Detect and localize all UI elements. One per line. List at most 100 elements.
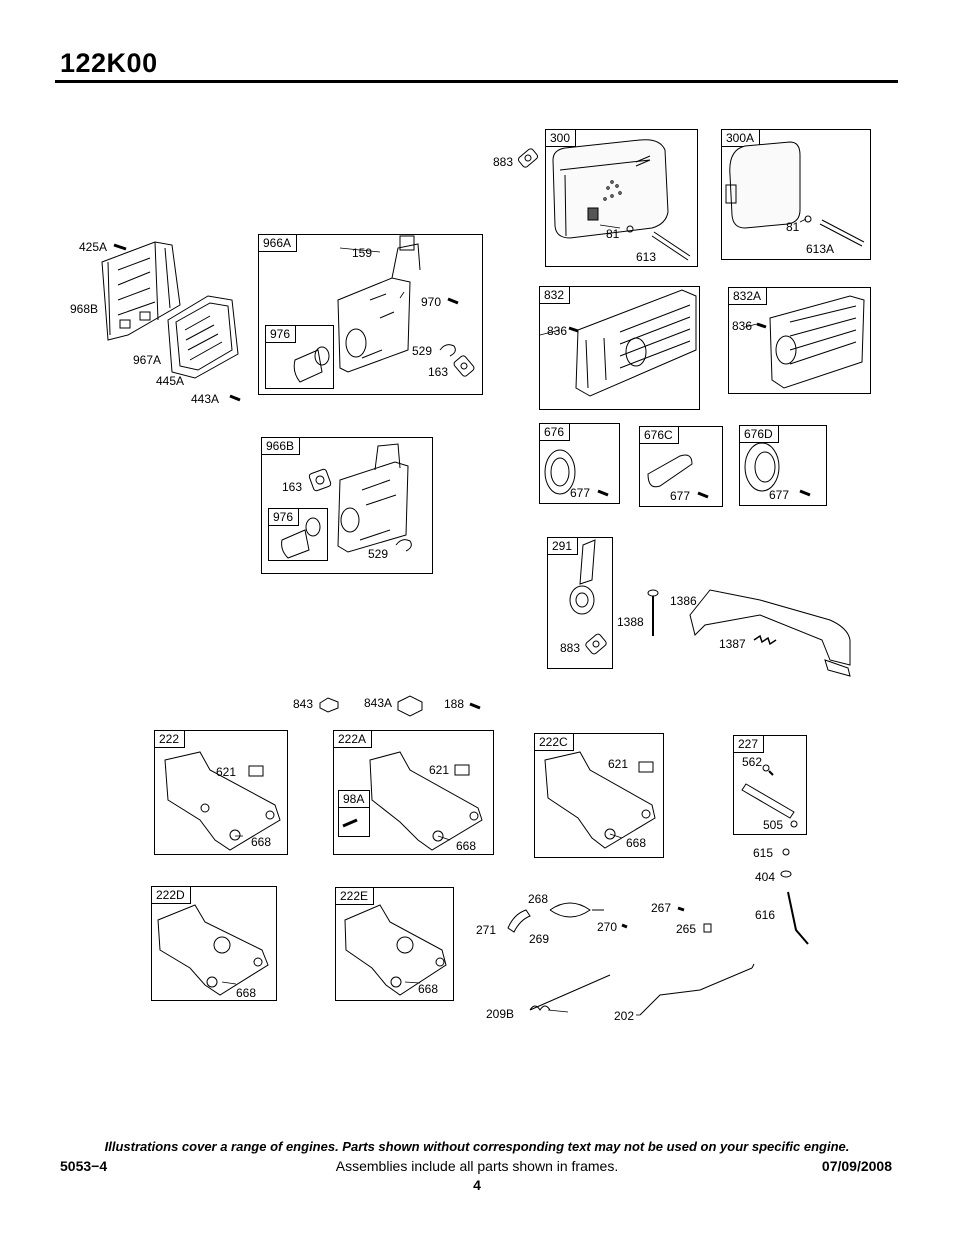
screw-267-drawing (678, 908, 684, 910)
callout-836: 836 (732, 319, 753, 333)
screw-425a-drawing (114, 245, 126, 249)
frame-label: 976 (266, 326, 297, 343)
frame-676: 676 (539, 423, 620, 504)
callout-202: 202 (614, 1009, 635, 1023)
bracket-222e-drawing (345, 905, 446, 995)
callout-613: 613 (636, 250, 657, 264)
frame-label: 300A (722, 130, 761, 147)
bracket-222-drawing (165, 752, 280, 850)
carburetor-966a-drawing (338, 236, 420, 372)
callout-668: 668 (236, 986, 257, 1000)
bracket-222d-drawing (158, 905, 268, 995)
callout-668: 668 (251, 835, 272, 849)
callout-836: 836 (547, 324, 568, 338)
callout-883: 883 (560, 641, 581, 655)
frame-label: 300 (546, 130, 577, 147)
gasket-883b-drawing (585, 633, 608, 655)
callout-163: 163 (282, 480, 303, 494)
nut-615-drawing (783, 849, 789, 855)
frame-label: 966A (259, 235, 298, 252)
callout-621: 621 (429, 763, 450, 777)
screw-970-drawing (448, 299, 458, 303)
callout-843: 843 (293, 697, 314, 711)
frame-976-top: 976 (265, 325, 334, 389)
callout-404: 404 (755, 870, 776, 884)
callout-615: 615 (753, 846, 774, 860)
callout-668: 668 (418, 982, 439, 996)
frame-976-bottom: 976 (268, 508, 328, 561)
carburetor-966b-drawing (338, 444, 408, 552)
callout-1387: 1387 (719, 637, 746, 651)
muffler-300a-drawing (726, 142, 864, 246)
callout-159: 159 (352, 246, 373, 260)
frame-label: 832A (729, 288, 768, 305)
callout-529: 529 (412, 344, 433, 358)
callout-668: 668 (456, 839, 477, 853)
air-guide-676-drawing (545, 450, 575, 494)
plug-843-drawing (320, 698, 338, 712)
callout-621: 621 (216, 765, 237, 779)
callout-677: 677 (570, 486, 591, 500)
lever-271-drawing (508, 910, 530, 932)
insulator-843a-drawing (398, 696, 422, 716)
disclaimer-text: Illustrations cover a range of engines. … (104, 1139, 850, 1154)
washer-404-drawing (781, 871, 791, 877)
screw-443a-drawing (230, 396, 240, 400)
page-title: 122K00 (60, 48, 158, 78)
callout-81: 81 (606, 227, 620, 241)
frame-832a: 832A (728, 287, 871, 394)
callout-967a: 967A (133, 353, 162, 367)
air-filter-drawing (168, 296, 238, 378)
callout-445a: 445A (156, 374, 185, 388)
frame-label: 227 (734, 736, 765, 753)
callout-81: 81 (786, 220, 800, 234)
bushing-976-bottom-drawing (282, 518, 320, 558)
frame-222d: 222D (151, 886, 277, 1001)
link-202-drawing (640, 964, 754, 1015)
callout-209b: 209B (486, 1007, 515, 1021)
muffler-gasket-drawing (517, 148, 539, 169)
callout-621: 621 (608, 757, 629, 771)
frame-label: 291 (548, 538, 579, 555)
callout-269: 269 (529, 932, 550, 946)
screw-270-drawing (622, 925, 627, 927)
callout-970: 970 (421, 295, 442, 309)
lever-227-drawing (742, 765, 797, 827)
frame-222c: 222C (534, 733, 664, 858)
clip-529b-drawing (396, 540, 411, 551)
screw-836b-drawing (757, 324, 766, 327)
rod-616-drawing (788, 892, 808, 944)
callout-677: 677 (769, 488, 790, 502)
cable-268-drawing (550, 903, 604, 917)
frame-label: 222E (336, 888, 375, 905)
frame-label: 222C (535, 734, 574, 751)
clips-621-drawing (249, 762, 653, 776)
carburetor-291-drawing (570, 540, 595, 614)
gasket-163a-drawing (453, 355, 475, 378)
frame-222e: 222E (335, 887, 454, 1001)
callout-188: 188 (444, 697, 465, 711)
callout-529: 529 (368, 547, 389, 561)
clip-265-drawing (704, 924, 711, 932)
screw-98a-drawing (343, 820, 357, 826)
air-guide-676d-drawing (745, 443, 779, 491)
callout-668: 668 (626, 836, 647, 850)
callout-613a: 613A (806, 242, 835, 256)
callout-163: 163 (428, 365, 449, 379)
bracket-222a-drawing (370, 752, 482, 850)
frame-label: 222D (152, 887, 191, 904)
callout-268: 268 (528, 892, 549, 906)
heat-shield-832-drawing (576, 290, 696, 396)
callout-271: 271 (476, 923, 497, 937)
callout-425a: 425A (79, 240, 108, 254)
bracket-222c-drawing (545, 752, 655, 848)
muffler-300-drawing (553, 140, 690, 260)
callout-265: 265 (676, 922, 697, 936)
callout-883: 883 (493, 155, 514, 169)
callout-1388: 1388 (617, 615, 644, 629)
air-guide-676c-drawing (648, 455, 692, 487)
air-cleaner-base-drawing (102, 242, 180, 340)
dipstick-tube-drawing (648, 590, 850, 676)
callout-616: 616 (755, 908, 776, 922)
